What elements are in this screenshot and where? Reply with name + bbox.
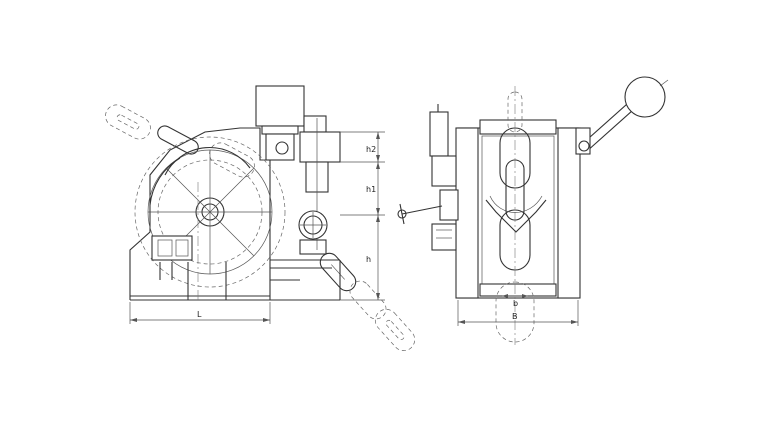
gypsy-wheel — [134, 136, 286, 288]
dim-label-b: b — [513, 299, 518, 308]
base-frame — [129, 127, 341, 301]
front-right-bracket — [575, 127, 591, 155]
front-frame — [455, 119, 581, 299]
dim-label-L: L — [197, 310, 202, 319]
dim-label-B: B — [512, 312, 518, 321]
dim-label-h1: h1 — [366, 185, 376, 194]
counterweight-lever — [579, 76, 669, 153]
motor-box — [255, 85, 305, 161]
dim-label-h: h — [366, 255, 371, 264]
chain-front-view — [485, 86, 547, 345]
front-view: B b — [397, 76, 669, 345]
dimension-L: L — [129, 302, 271, 324]
dim-label-h2: h2 — [366, 145, 376, 154]
dimension-front: B b — [457, 294, 579, 326]
dimension-vertical: h2 h1 h — [340, 131, 385, 301]
gearbox-unit — [151, 235, 227, 300]
brake-column — [298, 115, 341, 255]
side-view: L h2 h1 h — [105, 85, 416, 352]
front-left-fittings — [397, 104, 459, 251]
